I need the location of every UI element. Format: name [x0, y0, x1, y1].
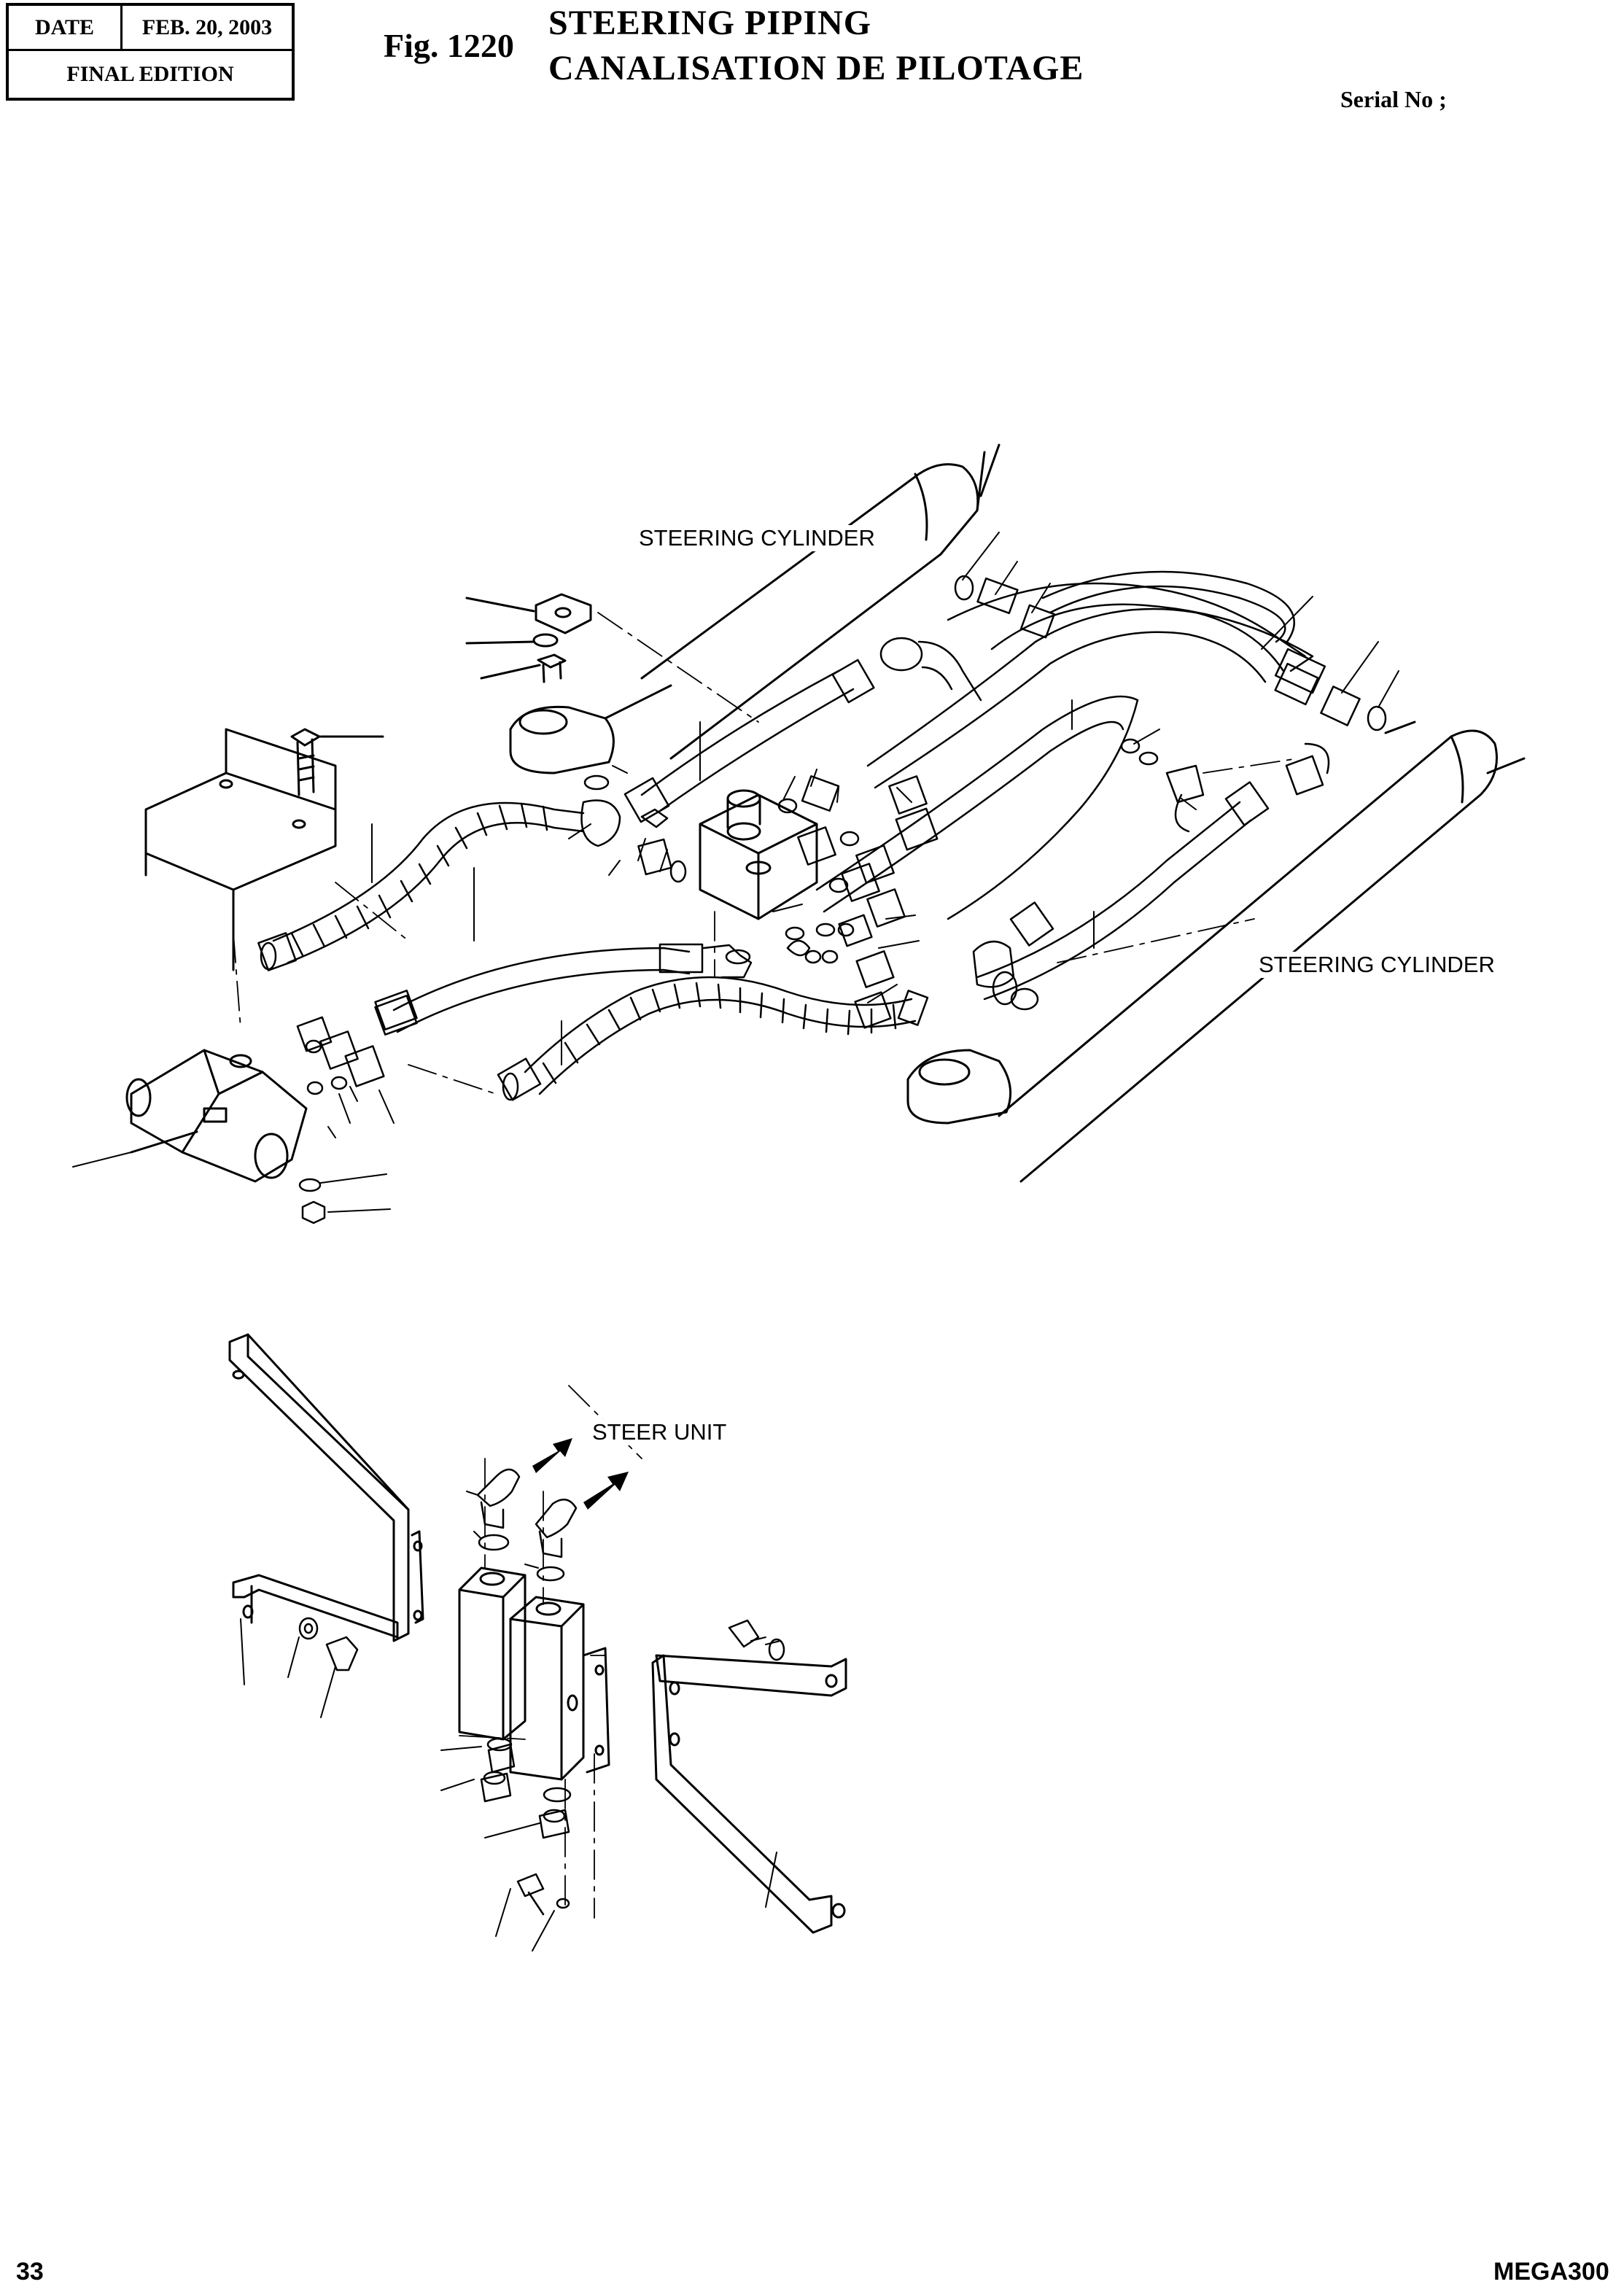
- center-lines-upper: [233, 613, 1298, 1094]
- model-name: MEGA300: [1493, 2258, 1609, 2286]
- page-number: 33: [16, 2258, 44, 2286]
- steer-unit-bracket-left: [230, 1335, 423, 1641]
- steering-valve: [127, 1050, 306, 1181]
- corrugated-hose-bottom: [498, 977, 928, 1100]
- steering-cylinder-right: [908, 722, 1524, 1181]
- hose-upper-center: [625, 660, 874, 822]
- hose-center-left: [376, 944, 751, 1035]
- clamp-assembly: [467, 594, 591, 682]
- date-label: DATE: [9, 6, 123, 51]
- steer-arrows: [532, 1438, 629, 1510]
- title-french: CANALISATION DE PILOTAGE: [548, 49, 1084, 88]
- leader-lines-upper: [73, 532, 1399, 1212]
- corrugated-hose-left: [258, 803, 583, 971]
- mounting-plate: [146, 729, 335, 970]
- edition-label: FINAL EDITION: [66, 62, 234, 86]
- label-steer-unit: STEER UNIT: [589, 1419, 730, 1445]
- fittings: [298, 576, 1386, 1223]
- steering-cylinder-top: [510, 445, 999, 773]
- steer-unit-fittings: [300, 1469, 784, 1914]
- label-steering-cylinder-top: STEERING CYLINDER: [636, 525, 878, 551]
- valve-blocks: [459, 1568, 609, 1779]
- figure-number: Fig. 1220: [384, 27, 514, 64]
- serial-number-label: Serial No ;: [1340, 86, 1447, 112]
- steer-unit-bracket-right: [653, 1655, 846, 1933]
- distribution-block: [700, 791, 817, 919]
- leader-lines-lower: [241, 1491, 780, 1951]
- hose-outer-arc: [948, 583, 1325, 693]
- center-lines-lower: [459, 1386, 642, 1918]
- title-english: STEERING PIPING: [548, 4, 872, 42]
- hose-right: [817, 696, 1268, 999]
- long-bolt: [292, 729, 383, 795]
- hose-long-arc: [868, 572, 1294, 788]
- label-steering-cylinder-right: STEERING CYLINDER: [1256, 952, 1498, 978]
- header-table: DATE FEB. 20, 2003 FINAL EDITION: [6, 3, 295, 101]
- date-value: FEB. 20, 2003: [123, 6, 292, 51]
